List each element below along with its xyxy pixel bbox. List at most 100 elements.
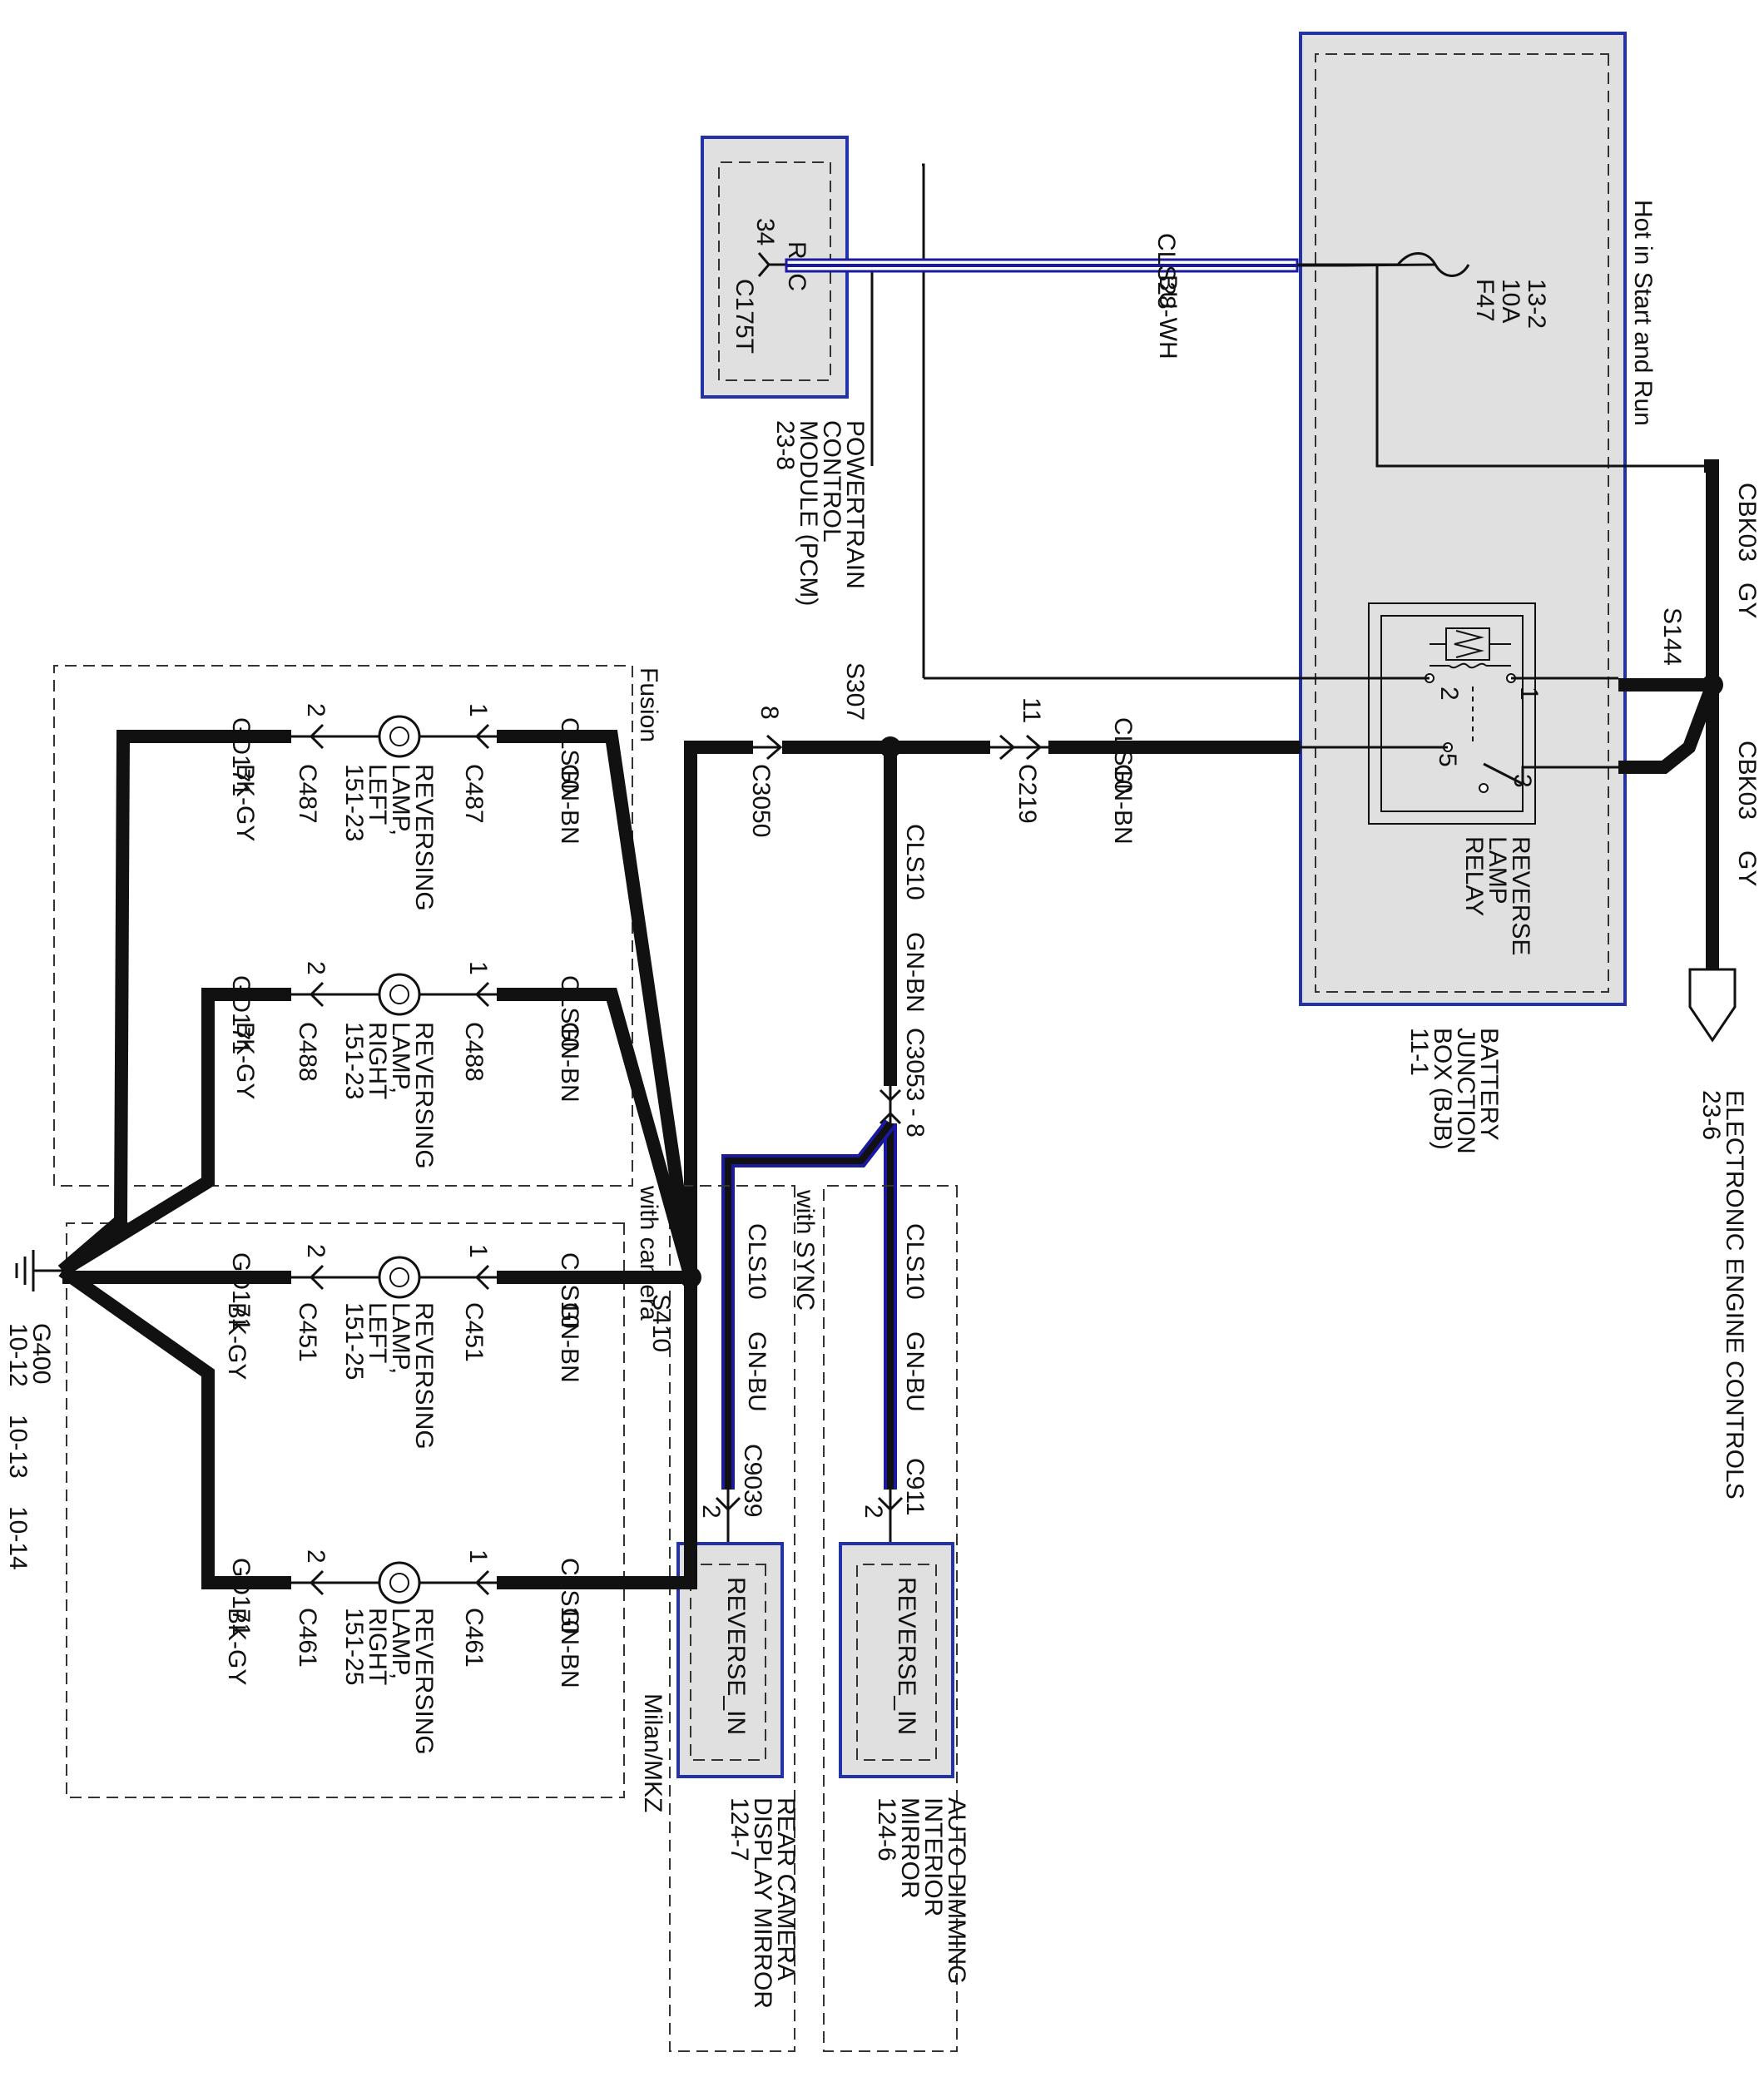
eec-label-line1: ELECTRONIC ENGINE CONTROLS	[1721, 1090, 1748, 1500]
fusion-group	[53, 665, 633, 1187]
lamp-c461-gd171: GD171	[227, 1558, 255, 1637]
lamp-c488-neg-conn: C488	[294, 1022, 321, 1082]
bjb-label-line3: BOX (BJB)	[1429, 1028, 1456, 1150]
auto-dimming-pin-name: REVERSE_IN	[893, 1577, 920, 1735]
lamp-c488-cls10: CLS10	[556, 975, 583, 1052]
lamp-c461-neg-conn: C461	[294, 1608, 321, 1668]
lamp-c487-pos-conn: C487	[460, 764, 488, 824]
lamp-c451-neg-conn: C451	[294, 1302, 321, 1362]
splice-s144-label: S144	[1658, 607, 1686, 666]
lamp-c451-name-4: 151-25	[340, 1302, 368, 1380]
bjb-hot-text: Hot in Start and Run	[1629, 200, 1657, 426]
splice-s144	[1702, 674, 1723, 696]
wire-buwh-label: BU-WH	[1154, 275, 1182, 359]
lamp-c488-name-3: RIGHT	[364, 1022, 391, 1099]
lamp-c461-neg-pin: 2	[302, 1549, 330, 1564]
ground-ref-3: 10-14	[4, 1506, 32, 1570]
connector-c9039-label: C9039	[739, 1444, 766, 1517]
pcm-label-line4: 23-8	[771, 420, 799, 470]
with-sync-group	[823, 1185, 958, 2052]
lamp-c451-name-1: REVERSING	[410, 1302, 438, 1450]
eec-label-line2: 23-6	[1697, 1090, 1725, 1140]
lamp-c461-pos-conn: C461	[460, 1608, 488, 1668]
lamp-c487-name-1: REVERSING	[410, 764, 438, 911]
relay-pin-2: 2	[1435, 687, 1463, 701]
lamp-c451-gd171: GD171	[227, 1252, 255, 1331]
splice-s307-label: S307	[841, 662, 869, 721]
rear-camera-mirror-box	[676, 1542, 784, 1778]
rear-camera-label-line1: REAR CAMERA	[772, 1797, 800, 1980]
ground-ref-1: 10-12	[4, 1323, 32, 1387]
lamp-c461-name-1: REVERSING	[410, 1608, 438, 1755]
fuse-rating-label: 10A	[1497, 279, 1524, 323]
lamp-c451-bkgy: BK-GY	[223, 1302, 250, 1380]
auto-dimming-label-line4: 124-6	[873, 1797, 900, 1861]
wire-camera-cls10-label: CLS10	[743, 1223, 771, 1300]
ground-g400-label: G400	[27, 1323, 55, 1384]
bjb-inner-outline	[1315, 53, 1609, 993]
relay-label-line1: REVERSE	[1507, 836, 1534, 955]
connector-c9039-pin: 2	[697, 1505, 725, 1519]
wire-camera-gnbu-label: GN-BU	[743, 1331, 771, 1412]
connector-c911-pin: 2	[860, 1505, 887, 1519]
lamp-c488-gnbn: GN-BN	[556, 1022, 583, 1103]
lamp-c461: CLS10 GN-BN 1 C461 REVERSING LAMP, RIGHT…	[223, 1549, 583, 1755]
fuse-f47: F47 10A 13-2	[1396, 252, 1550, 329]
with-sync-label: with SYNC	[791, 1189, 819, 1311]
lamp-c488-bkgy: BK-GY	[231, 1022, 259, 1099]
with-camera-label: with camera	[635, 1185, 662, 1321]
pcm-connector-label: C175T	[731, 279, 758, 354]
bjb-label-line4: 11-1	[1405, 1028, 1433, 1076]
relay-label-line2: LAMP	[1484, 836, 1511, 905]
lamp-c487-gnbn: GN-BN	[556, 764, 583, 845]
wire-cls10-main-label: CLS10	[1109, 717, 1137, 794]
wire-sync-cls10-label: CLS10	[901, 1223, 929, 1300]
wire-cbk03-bottom-label: CBK03	[1733, 741, 1761, 820]
rear-camera-label-line2: DISPLAY MIRROR	[749, 1797, 776, 2009]
wire-s307-cls10-label: CLS10	[901, 824, 929, 900]
wire-c3050-to-s410	[684, 741, 753, 1271]
auto-dimming-mirror-box	[839, 1542, 954, 1778]
lamp-c461-bkgy: BK-GY	[223, 1608, 250, 1685]
lamp-c451-pos-conn: C451	[460, 1302, 488, 1362]
lamp-c461-bulb	[378, 1561, 421, 1604]
fuse-ref-label: 13-2	[1523, 279, 1550, 329]
connector-c3050-pin: 8	[756, 706, 783, 720]
lamp-c461-gnbn: GN-BN	[556, 1608, 583, 1688]
wire-sync-gnbu-label: GN-BU	[901, 1331, 929, 1412]
ground-g400: G400 10-12 10-13 10-14	[4, 1250, 62, 1570]
eec-arrow	[1688, 968, 1737, 1043]
wire-gy-bottom-label: GY	[1733, 850, 1761, 886]
milan-group	[66, 1222, 625, 1798]
wire-s410-to-c461	[497, 1271, 697, 1589]
lamp-c461-name-2: LAMP,	[387, 1608, 414, 1679]
lamp-c488-name-4: 151-23	[340, 1022, 368, 1099]
auto-dimming-label-line2: INTERIOR	[919, 1797, 947, 1916]
lamp-c488-bulb	[378, 973, 421, 1016]
pcm-label-line1: POWERTRAIN	[841, 420, 869, 589]
fuse-f47-label: F47	[1471, 279, 1499, 322]
wire-gy-top-label: GY	[1733, 582, 1761, 618]
lamp-c461-cls10: CLS10	[556, 1558, 583, 1634]
pcm-label-line2: CONTROL	[818, 420, 845, 543]
bjb-label-line1: BATTERY	[1475, 1028, 1503, 1141]
lamp-c451-pos-pin: 1	[464, 1244, 492, 1258]
lamp-c451-name-2: LAMP,	[387, 1302, 414, 1374]
wire-gnbn-main-label: GN-BN	[1109, 764, 1137, 845]
with-camera-group	[669, 1185, 795, 2052]
relay-label-line3: RELAY	[1460, 836, 1488, 916]
splice-s410-label: S410	[647, 1294, 675, 1352]
lamp-c488-pos-pin: 1	[464, 961, 492, 975]
lamp-c488-neg-pin: 2	[302, 961, 330, 975]
pcm-pin-number: 34	[751, 218, 779, 245]
lamp-c487-bulb	[378, 715, 421, 758]
ground-ref-2: 10-13	[4, 1415, 32, 1479]
lamp-c487: CLS10 GN-BN 1 C487 REVERSING LAMP, LEFT …	[227, 703, 583, 911]
lamp-c487-name-3: LEFT	[364, 764, 391, 825]
lamp-c451: CLS10 GN-BN 1 C451 REVERSING LAMP, LEFT …	[223, 1244, 583, 1450]
lamp-c488-pos-conn: C488	[460, 1022, 488, 1082]
lamp-c487-name-2: LAMP,	[387, 764, 414, 835]
auto-dimming-label-line1: AUTO DIMMING	[943, 1797, 970, 1984]
lamp-c451-bulb	[378, 1256, 421, 1299]
